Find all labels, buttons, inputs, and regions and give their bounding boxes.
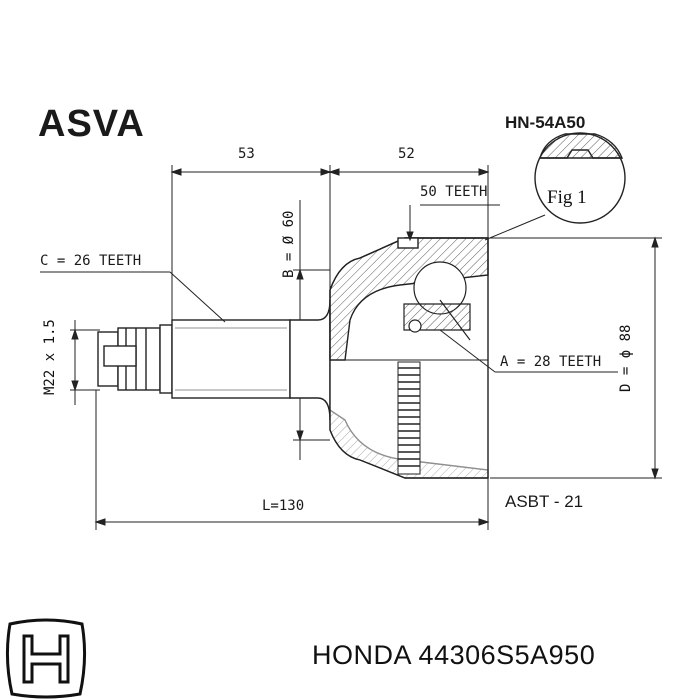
fig-1-detail (534, 132, 626, 224)
footer-part-text: HONDA 44306S5A950 (312, 640, 595, 671)
dimension-outer-diameter (490, 236, 662, 480)
honda-logo-icon (5, 618, 87, 699)
cross-reference: ASBT - 21 (505, 492, 584, 511)
brand-logo: ASVA (38, 103, 145, 145)
dimension-52-label: 52 (398, 146, 415, 162)
leader-lines (40, 204, 618, 373)
overall-length-label: L=130 (262, 498, 305, 514)
inner-teeth-label: A = 28 TEETH (500, 354, 602, 370)
shaft-teeth-label: C = 26 TEETH (40, 253, 142, 269)
abs-ring (397, 361, 421, 475)
abs-teeth-label: 50 TEETH (420, 184, 488, 200)
fig-1-label: Fig 1 (547, 187, 587, 208)
dimension-53-label: 53 (238, 146, 255, 162)
part-number: HN-54A50 (505, 113, 586, 132)
footer-make: HONDA (312, 640, 411, 670)
shaft (97, 299, 331, 421)
dimension-thread (70, 320, 100, 405)
inner-race (403, 261, 471, 341)
bore-label: B = Ø 60 (281, 210, 297, 278)
outer-diameter-label: D = ϕ 88 (618, 324, 634, 392)
thread-label: M22 x 1.5 (42, 319, 58, 395)
dimension-top (170, 165, 490, 320)
footer-oem-number: 44306S5A950 (418, 640, 596, 670)
dimension-length (94, 390, 490, 530)
